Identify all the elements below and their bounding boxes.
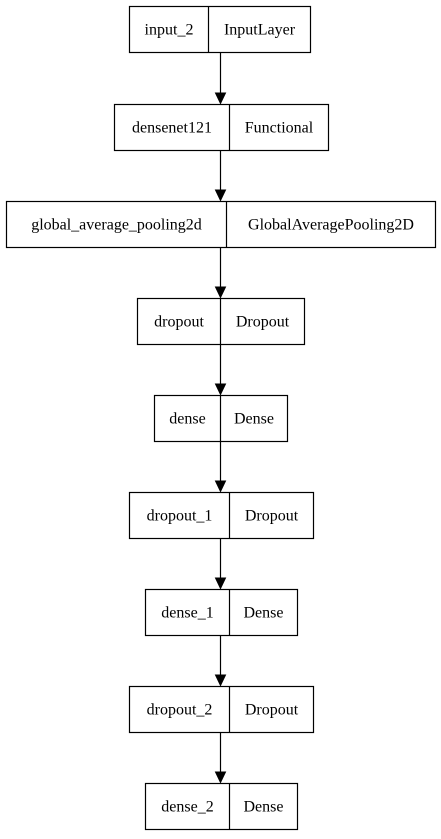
arrowhead: [214, 189, 227, 202]
edge-arrow: [214, 539, 227, 590]
layer-node: input_2 InputLayer: [128, 5, 312, 54]
layer-type: Dense: [234, 411, 274, 428]
edge-arrow: [214, 248, 227, 299]
layer-node-box: [113, 103, 330, 152]
layer-name: dense: [169, 411, 205, 428]
layer-type: Dropout: [245, 508, 299, 525]
layer-node: dropout Dropout: [136, 297, 306, 346]
layer-node-box: [144, 782, 299, 831]
layer-node: densenet121 Functional: [113, 103, 330, 152]
layer-type: Dense: [244, 799, 284, 816]
layer-type: Dropout: [236, 314, 290, 331]
arrowhead: [214, 286, 227, 299]
layer-node-box: [128, 5, 312, 54]
layer-name: dropout: [154, 314, 204, 331]
arrowhead: [214, 674, 227, 687]
edge-arrow: [214, 442, 227, 493]
layer-node: dropout_2 Dropout: [128, 685, 315, 734]
layer-name: global_average_pooling2d: [31, 217, 202, 234]
layer-name: dense_2: [161, 799, 213, 816]
edge-arrow: [214, 151, 227, 202]
arrowhead: [214, 771, 227, 784]
edge-arrow: [214, 733, 227, 784]
layer-node: global_average_pooling2d GlobalAveragePoo…: [5, 200, 437, 249]
layer-name: densenet121: [132, 120, 212, 137]
layer-type: Dropout: [245, 702, 299, 719]
arrowhead: [214, 480, 227, 493]
layer-node-box: [144, 588, 299, 637]
layer-name: dense_1: [161, 605, 213, 622]
nodes-layer: input_2 InputLayer densenet121 Functional gl…: [5, 5, 437, 831]
arrowhead: [214, 92, 227, 105]
layer-type: InputLayer: [224, 22, 296, 39]
arrowhead: [214, 383, 227, 396]
edge-arrow: [214, 345, 227, 396]
layer-node: dense Dense: [153, 394, 289, 443]
layer-node: dense_1 Dense: [144, 588, 299, 637]
layer-node: dense_2 Dense: [144, 782, 299, 831]
layer-name: dropout_2: [147, 702, 213, 719]
layer-name: dropout_1: [147, 508, 213, 525]
layer-node-box: [128, 685, 315, 734]
edges-layer: [214, 53, 227, 784]
layer-node-box: [5, 200, 437, 249]
arrowhead: [214, 577, 227, 590]
layer-name: input_2: [145, 22, 194, 39]
layer-type: Functional: [245, 120, 314, 137]
edge-arrow: [214, 636, 227, 687]
layer-node-box: [128, 491, 315, 540]
layer-node: dropout_1 Dropout: [128, 491, 315, 540]
edge-arrow: [214, 53, 227, 105]
layer-type: GlobalAveragePooling2D: [248, 217, 414, 234]
layer-type: Dense: [244, 605, 284, 622]
